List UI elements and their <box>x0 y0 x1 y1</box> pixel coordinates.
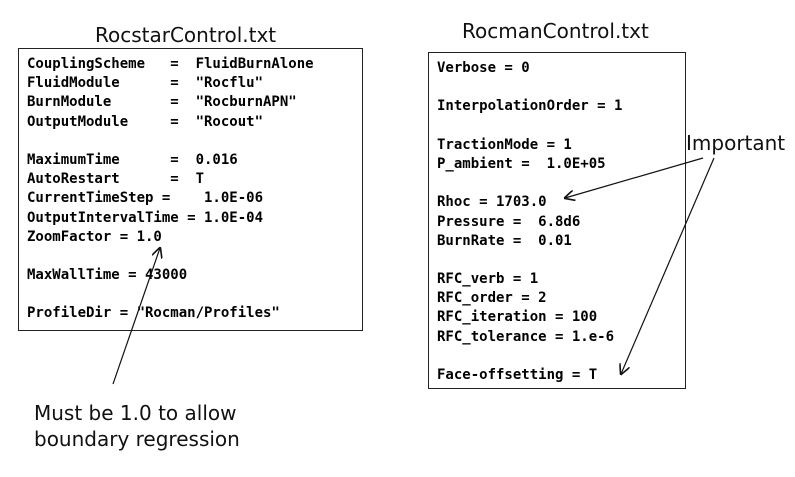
rocman-control-panel: Verbose = 0 InterpolationOrder = 1 Tractio… <box>428 52 686 389</box>
rocman-control-line: RFC_order = 2 <box>437 290 547 307</box>
rocman-control-line: Rhoc = 1703.0 <box>437 194 547 211</box>
rocman-control-line: Face-offsetting = T <box>437 367 598 383</box>
rocstar-control-line: MaxWallTime = 43000 <box>27 267 188 284</box>
rocstar-control-title: RocstarControl.txt <box>95 23 277 47</box>
rocstar-control-line: MaximumTime = 0.016 <box>27 151 238 168</box>
zoom-note-line-2: boundary regression <box>34 427 240 451</box>
rocman-control-line: RFC_tolerance = 1.e-6 <box>437 328 615 345</box>
rocman-control-line: Verbose = 0 <box>437 60 530 76</box>
rocman-control-line: TractionMode = 1 <box>437 136 572 153</box>
rocstar-control-line: AutoRestart = T <box>27 171 205 188</box>
zoom-factor-arrow <box>112 248 160 385</box>
rocstar-control-line: ZoomFactor = 1.0 <box>27 228 162 245</box>
face-offsetting-arrow <box>621 157 715 374</box>
rocman-control-line: InterpolationOrder = 1 <box>437 98 623 115</box>
rocstar-control-line: ProfileDir = "Rocman/Profiles" <box>27 305 280 322</box>
rocman-control-lines: Verbose = 0 InterpolationOrder = 1 Tractio… <box>437 59 622 385</box>
zoom-factor-note: Must be 1.0 to allow boundary regression <box>34 400 240 452</box>
rocman-control-line: Pressure = 6.8d6 <box>437 213 581 230</box>
rocman-control-line: BurnRate = 0.01 <box>437 232 572 249</box>
rocstar-control-line: CouplingScheme = FluidBurnAlone <box>27 56 314 72</box>
rocman-control-line: RFC_iteration = 100 <box>437 309 598 326</box>
rocman-control-line: RFC_verb = 1 <box>437 271 539 288</box>
rocstar-control-line: OutputModule = "Rocout" <box>27 113 264 130</box>
rhoc-arrow <box>565 157 704 198</box>
rocman-control-title: RocmanControl.txt <box>462 19 649 43</box>
zoom-note-line-1: Must be 1.0 to allow <box>34 401 237 425</box>
rocstar-control-line: BurnModule = "RocburnAPN" <box>27 94 297 111</box>
important-label: Important <box>686 131 786 155</box>
rocstar-control-line: CurrentTimeStep = 1.0E-06 <box>27 190 264 207</box>
rocstar-control-line: OutputIntervalTime = 1.0E-04 <box>27 209 264 226</box>
rocman-control-line: P_ambient = 1.0E+05 <box>437 155 606 172</box>
rocstar-control-line: FluidModule = "Rocflu" <box>27 75 264 92</box>
